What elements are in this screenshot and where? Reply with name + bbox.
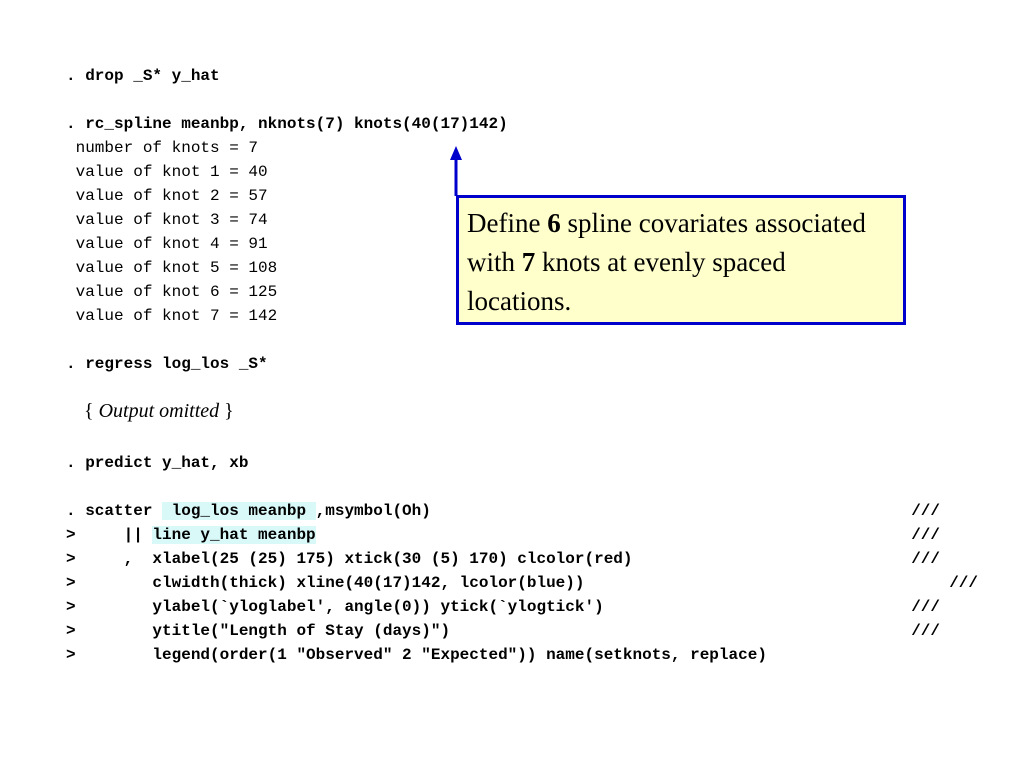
line4-text: > clwidth(thick) xline(40(17)142, lcolor… [66, 574, 585, 592]
output-knot-7: value of knot 7 = 142 [66, 307, 278, 325]
scatter-suffix: ,msymbol(Oh) [315, 502, 431, 520]
cmd-scatter-line-6: > ytitle("Length of Stay (days)") /// [66, 621, 982, 641]
output-knot-6: value of knot 6 = 125 [66, 283, 278, 301]
brace-close: } [219, 400, 234, 422]
cmd-scatter-line-4: > clwidth(thick) xline(40(17)142, lcolor… [66, 573, 982, 593]
cmd-drop: . drop _S* y_hat [66, 67, 220, 85]
arrow-head [450, 146, 462, 160]
callout-text-3: knots at evenly spaced locations. [467, 247, 786, 316]
continuation-mark: /// [911, 526, 940, 544]
scatter-highlight: log_los meanbp [162, 502, 316, 520]
cmd-scatter-line-3: > , xlabel(25 (25) 175) xtick(30 (5) 170… [66, 549, 982, 569]
line5-text: > ylabel(`yloglabel', angle(0)) ytick(`y… [66, 598, 604, 616]
cmd-scatter-line-1: . scatter log_los meanbp ,msymbol(Oh) /// [66, 501, 982, 521]
omitted-text: Output omitted [98, 400, 220, 422]
continuation-mark: /// [949, 574, 978, 592]
line3-text: > , xlabel(25 (25) 175) xtick(30 (5) 170… [66, 550, 633, 568]
callout-text-2: spline covariates associated with [467, 208, 866, 277]
cmd-predict: . predict y_hat, xb [66, 454, 249, 472]
line2-prefix: > || [66, 526, 153, 544]
cmd-regress: . regress log_los _S* [66, 355, 268, 373]
continuation-mark: /// [911, 598, 940, 616]
callout-box: Define 6 spline covariates associated wi… [456, 195, 906, 325]
cmd-scatter-line-5: > ylabel(`yloglabel', angle(0)) ytick(`y… [66, 597, 982, 617]
line2-highlight: line y_hat meanbp [152, 526, 316, 544]
output-knot-1: value of knot 1 = 40 [66, 163, 268, 181]
cmd-rc-spline: . rc_spline meanbp, nknots(7) knots(40(1… [66, 115, 508, 133]
output-nknots: number of knots = 7 [66, 139, 259, 157]
output-omitted-note: { Output omitted } [84, 400, 234, 423]
line6-text: > ytitle("Length of Stay (days)") [66, 622, 451, 640]
callout-number-7: 7 [521, 247, 536, 277]
output-knot-5: value of knot 5 = 108 [66, 259, 278, 277]
scatter-prefix: . scatter [66, 502, 163, 520]
cmd-scatter-line-7: > legend(order(1 "Observed" 2 "Expected"… [66, 646, 767, 664]
callout-number-6: 6 [547, 208, 561, 238]
cmd-scatter-line-2: > || line y_hat meanbp /// [66, 525, 982, 545]
output-knot-3: value of knot 3 = 74 [66, 211, 268, 229]
continuation-mark: /// [911, 622, 940, 640]
callout-text-1: Define [467, 208, 548, 238]
continuation-mark: /// [911, 550, 940, 568]
continuation-mark: /// [911, 502, 940, 520]
output-knot-4: value of knot 4 = 91 [66, 235, 268, 253]
arrow-up-icon [450, 146, 462, 196]
output-knot-2: value of knot 2 = 57 [66, 187, 268, 205]
brace-open: { [84, 400, 99, 422]
